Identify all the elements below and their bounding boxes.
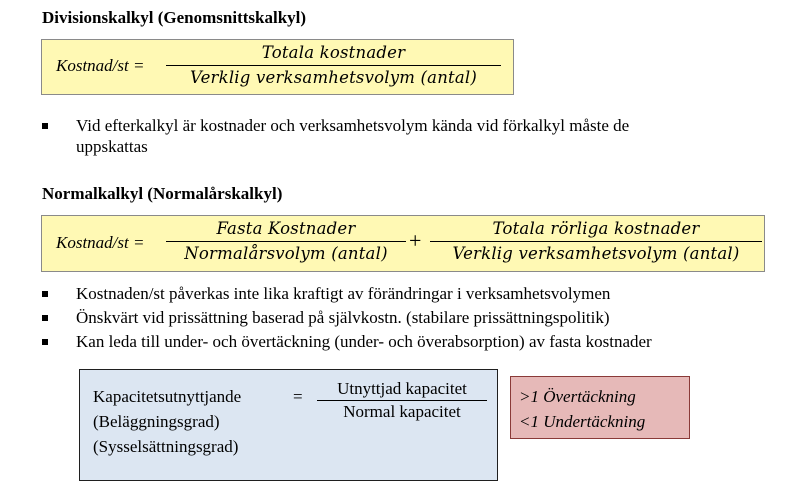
list-item: Kostnaden/st påverkas inte lika kraftigt… [42,283,792,304]
division-formula-box: Kostnad/st = Totala kostnader Verklig ve… [41,39,514,95]
capacity-utilization-box: Kapacitetsutnyttjande (Beläggningsgrad) … [79,369,498,481]
division-formula-lhs: Kostnad/st = [56,56,145,75]
bullet-text: Kan leda till under- och övertäckning (u… [76,332,652,351]
variable-cost-numerator: Totala rörliga kostnader [492,219,700,238]
normal-formula-lhs: Kostnad/st = [56,233,145,252]
plus-sign: + [409,228,422,253]
over-coverage-text: >1 Övertäckning [519,387,636,406]
normal-volume-denominator: Normalårsvolym (antal) [184,244,388,263]
bullet-text: Kostnaden/st påverkas inte lika kraftigt… [76,284,611,303]
normal-formula-box: Kostnad/st = Fasta Kostnader Normalårsvo… [41,215,765,272]
equals-sign: = [293,387,303,406]
bullet-icon [42,315,48,321]
fraction-bar [317,400,487,401]
bullet-text: Önskvärt vid prissättning baserad på sjä… [76,308,610,327]
capacity-label: Kapacitetsutnyttjande [93,387,242,406]
division-fraction: Totala kostnader Verklig verksamhetsvoly… [166,42,501,89]
list-item: Vid efterkalkyl är kostnader och verksam… [42,115,782,159]
bullet-icon [42,123,48,129]
list-item: Kan leda till under- och övertäckning (u… [42,331,797,352]
capacity-fraction: Utnyttjad kapacitet Normal kapacitet [317,379,487,422]
division-numerator: Totala kostnader [261,43,406,62]
list-item: Önskvärt vid prissättning baserad på sjä… [42,307,792,328]
fraction-bar [430,241,762,242]
bullet-icon [42,291,48,297]
occupancy-label: (Beläggningsgrad) [93,412,220,431]
bullet-text: Vid efterkalkyl är kostnader och verksam… [76,116,630,135]
division-denominator: Verklig verksamhetsvolym (antal) [189,68,478,87]
capacity-numerator: Utnyttjad kapacitet [337,379,467,398]
bullet-text-continued: uppskattas [76,137,148,156]
coverage-ratio-box: >1 Övertäckning <1 Undertäckning [510,376,690,439]
actual-volume-denominator: Verklig verksamhetsvolym (antal) [452,244,740,263]
employment-label: (Sysselsättningsgrad) [93,437,239,456]
normal-heading: Normalkalkyl (Normalårskalkyl) [42,184,283,203]
capacity-denominator: Normal kapacitet [343,402,461,421]
normal-fraction-variable: Totala rörliga kostnader Verklig verksam… [430,218,762,265]
division-heading: Divisionskalkyl (Genomsnittskalkyl) [42,8,307,27]
under-coverage-text: <1 Undertäckning [519,412,646,431]
fraction-bar [166,241,406,242]
fixed-cost-numerator: Fasta Kostnader [216,219,356,238]
fraction-bar [166,65,501,66]
normal-fraction-fixed: Fasta Kostnader Normalårsvolym (antal) [166,218,406,265]
bullet-icon [42,339,48,345]
